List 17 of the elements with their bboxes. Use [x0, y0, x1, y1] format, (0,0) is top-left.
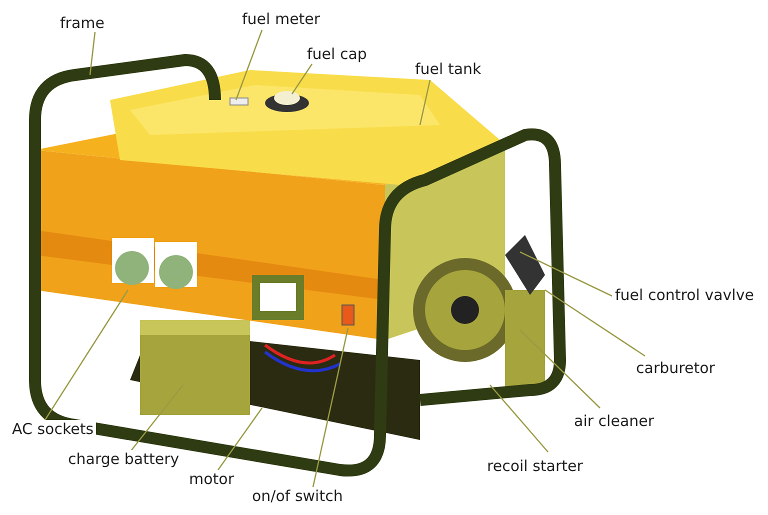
leader-line — [130, 384, 184, 452]
leader-line — [419, 80, 431, 126]
part-label: on/of switch — [250, 487, 345, 505]
part-label: AC sockets — [10, 420, 96, 438]
part-label: fuel cap — [305, 45, 369, 63]
leader-line — [235, 30, 263, 100]
leader-line — [291, 64, 313, 94]
leader-line — [44, 290, 129, 420]
leader-line — [312, 328, 349, 488]
leader-line — [544, 289, 646, 357]
leader-line — [89, 32, 96, 76]
leader-line — [520, 330, 600, 408]
leader-line — [217, 408, 263, 470]
part-label: charge battery — [66, 450, 182, 468]
part-label: frame — [58, 14, 106, 32]
leader-line — [490, 384, 548, 452]
leader-line — [520, 251, 612, 297]
